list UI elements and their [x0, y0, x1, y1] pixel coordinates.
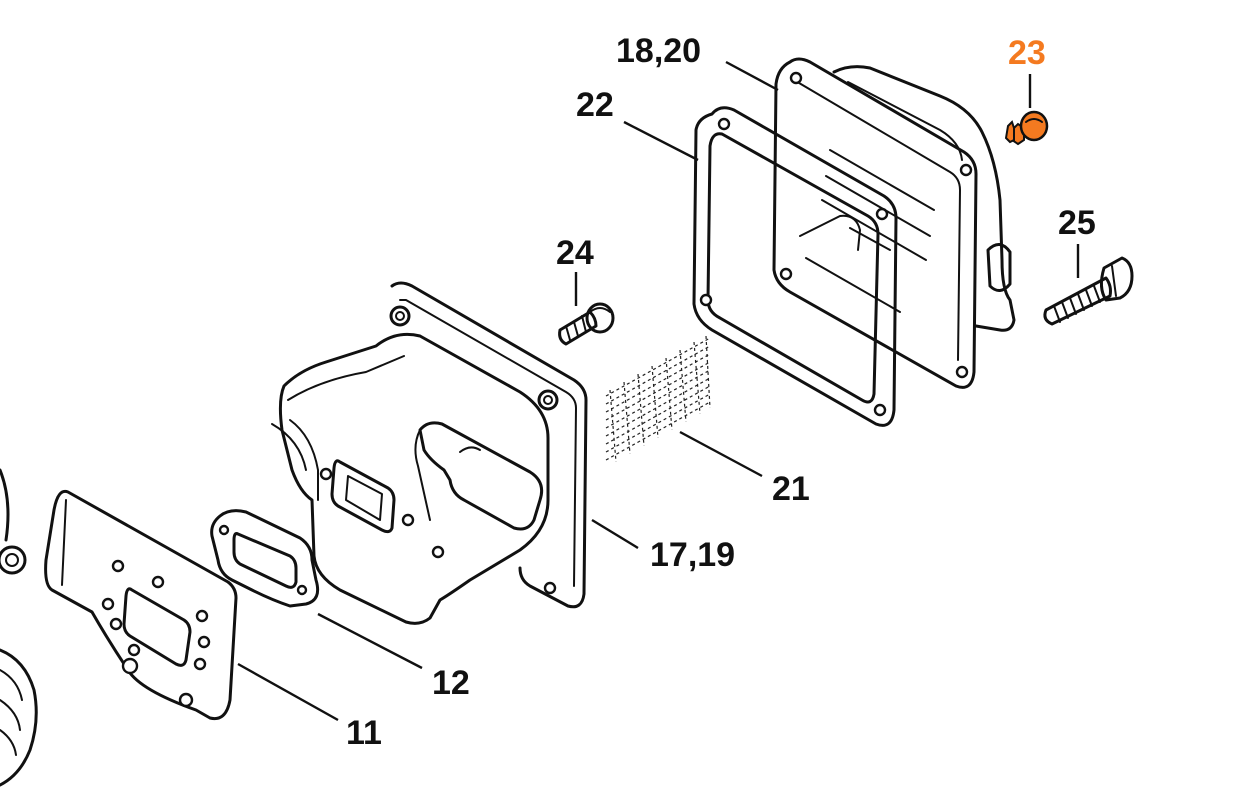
leader-21 — [679, 430, 763, 478]
callout-17-19: 17,19 — [650, 536, 735, 574]
callout-24: 24 — [556, 234, 594, 272]
leader-22 — [623, 120, 699, 162]
part-25-long-bolt[interactable] — [1043, 256, 1134, 326]
leader-11 — [237, 662, 339, 722]
callout-21: 21 — [772, 470, 810, 508]
callout-18-20: 18,20 — [616, 32, 701, 70]
callout-12: 12 — [432, 664, 470, 702]
leader-12 — [317, 612, 423, 670]
callout-25: 25 — [1058, 204, 1096, 242]
leader-17-19 — [591, 518, 639, 550]
leader-lines — [237, 60, 1080, 722]
part-24-screw[interactable] — [558, 302, 615, 346]
callout-23: 23 — [1008, 34, 1046, 72]
leader-18-20 — [725, 60, 779, 92]
part-22-cover-gasket[interactable] — [692, 106, 898, 427]
part-21-spark-arrestor-screen[interactable] — [605, 335, 711, 463]
part-18-20-muffler-cover[interactable] — [772, 57, 1016, 389]
part-23-screw-highlighted[interactable] — [1004, 110, 1049, 146]
part-12-exhaust-gasket[interactable] — [210, 509, 320, 608]
engine-cylinder-partial — [0, 468, 38, 787]
callout-labels: 11 12 17,19 18,20 21 22 23 24 25 — [346, 32, 1096, 752]
callout-22: 22 — [576, 86, 614, 124]
callout-11: 11 — [346, 714, 382, 752]
part-17-19-muffler-housing[interactable] — [271, 281, 588, 625]
part-11-heat-shield[interactable] — [44, 489, 238, 721]
